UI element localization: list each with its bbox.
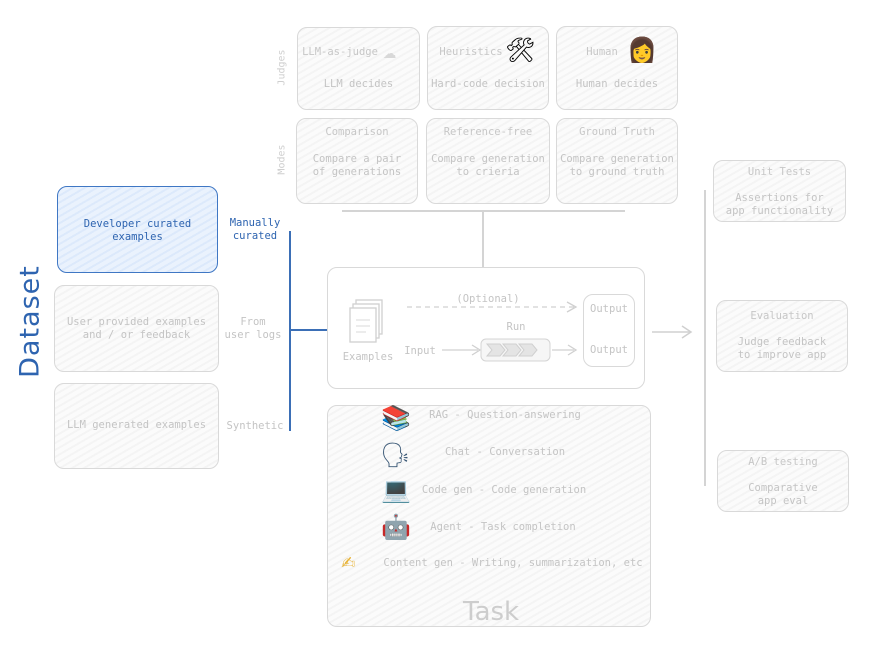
to-applications-arrow [652,325,693,339]
person-icon: 👩 [627,36,657,64]
task-content-label: Content gen - Writing, summarization, et… [383,557,643,569]
tools-icon: 🛠 [505,36,536,64]
task-box [327,405,651,627]
dataset-llm-text: LLM generated examples [66,419,207,431]
mode-reference-free-title: Reference-free [443,126,533,138]
pipeline-run-label: Run [506,321,526,333]
task-codegen-label: Code gen - Code generation [421,484,587,496]
dataset-bracket [289,231,291,431]
judge-heuristics-title: Heuristics [439,46,503,58]
app-ab-testing-desc: Comparative app eval [748,482,818,507]
judge-card-llm [297,27,420,110]
outputs-box [583,294,635,367]
mode-card-reference-free [426,118,550,204]
brain-icon: ☁ [383,39,397,64]
modes-connector-line [482,211,484,267]
dataset-logs-label: From user logs [224,316,282,341]
modes-axis-label: Modes [276,144,288,175]
dataset-manual-label: Manually curated [229,217,281,242]
pipeline-input-label: Input [404,345,436,357]
mode-comparison-desc: Compare a pair of generations [312,153,402,178]
pipeline-optional-label: (Optional) [456,293,520,305]
app-unit-tests-title: Unit Tests [747,166,812,178]
mode-reference-free-desc: Compare generation to crieria [431,153,545,178]
dataset-connector [290,329,327,331]
app-card-ab-testing [717,450,849,512]
judges-axis-label: Judges [276,49,288,86]
laptop-icon: 💻 [381,476,411,504]
task-rag-label: RAG - Question-answering [429,409,581,421]
judge-human-desc: Human decides [575,78,659,90]
mode-ground-truth-desc: Compare generation to ground truth [560,153,674,178]
mode-ground-truth-title: Ground Truth [579,126,655,138]
documents-icon [349,299,383,343]
dataset-source-llm [54,383,219,469]
judge-card-heuristics [427,26,549,110]
app-ab-testing-title: A/B testing [748,456,818,468]
judge-llm-title: LLM-as-judge [302,46,378,58]
mode-card-comparison [296,118,418,204]
task-title: Task [463,597,520,627]
app-evaluation-desc: Judge feedback to improve app [737,336,827,361]
writing-hand-icon: ✍ [341,547,356,575]
books-icon: 📚 [381,404,411,432]
app-unit-tests-desc: Assertions for app functionality [725,192,834,217]
robot-icon: 🤖 [381,513,411,541]
mode-card-ground-truth [556,118,678,204]
pipeline-output-bottom: Output [590,344,628,356]
dataset-developer-text: Developer curated examples [83,218,192,243]
dataset-synthetic-label: Synthetic [226,420,284,432]
optional-arrow [407,301,578,313]
dataset-source-user [54,285,219,372]
mode-comparison-title: Comparison [325,126,389,138]
app-card-unit-tests [713,160,846,222]
pipeline-examples-label: Examples [342,351,394,363]
app-evaluation-title: Evaluation [750,310,814,322]
run-arrows [442,338,578,362]
dataset-source-developer [57,186,218,273]
applications-bracket [704,190,706,486]
task-chat-label: Chat - Conversation [444,446,566,458]
judge-heuristics-desc: Hard-code decision [431,78,545,90]
dataset-user-text: User provided examples and / or feedback [66,316,207,341]
judge-human-title: Human [586,46,618,58]
judge-llm-desc: LLM decides [323,78,394,90]
pipeline-output-top: Output [590,303,628,315]
task-agent-label: Agent - Task completion [430,521,576,533]
dataset-title: Dataset [14,265,46,378]
app-card-evaluation [716,300,848,372]
speaking-head-icon: 🗣 [380,441,411,469]
judge-card-human [556,26,678,110]
